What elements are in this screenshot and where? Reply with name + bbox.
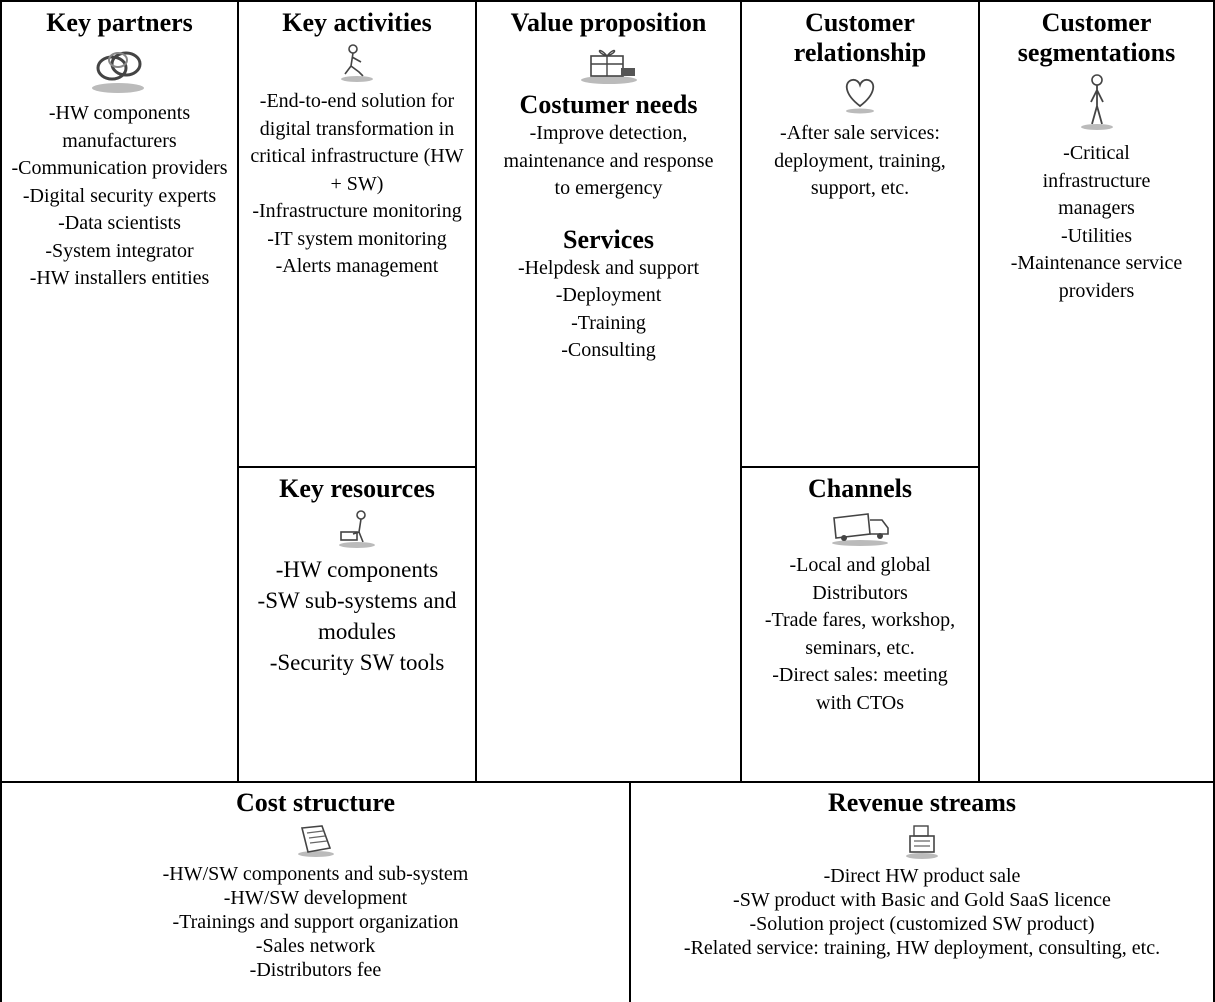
revenue-streams-block: Revenue streams -Direct HW product sale … [631,788,1213,1002]
list-item: -HW installers entities [29,267,210,289]
key-resources-list: -HW components -SW sub-systems and modul… [239,554,475,678]
list-item: -Improve detection, maintenance and resp… [503,122,714,199]
list-item: -Direct HW product sale [823,865,1021,887]
person-icon [1080,74,1113,130]
list-item: -Critical infrastructure managers [1042,142,1151,219]
services-title: Services [563,224,654,254]
list-item: -HW components [275,557,439,582]
divider [1213,0,1215,1002]
list-item: -Data scientists [58,212,181,234]
divider [978,0,980,782]
list-item: -Maintenance service providers [1010,252,1183,302]
list-item: -Utilities [1060,224,1133,247]
list-item: -Training [571,311,646,334]
key-activities-block: Key activities -End-to-end solution for … [239,8,475,464]
list-item: -System integrator [45,239,194,262]
list-item: -After sale services: deployment, traini… [774,122,946,199]
key-resources-block: Key resources -HW components -SW sub-sys… [239,474,475,778]
list-item: -Sales network [255,935,376,957]
divider [0,0,2,1002]
divider [0,781,1215,783]
value-proposition-title: Value proposition [510,8,707,37]
list-item: -HW/SW components and sub-system [162,863,469,885]
divider [629,782,631,1002]
list-item: -Distributors fee [249,959,382,981]
revenue-streams-title: Revenue streams [828,788,1016,817]
divider [741,466,979,468]
list-item: -Alerts management [275,255,439,277]
list-item: -Security SW tools [269,650,445,675]
list-item: -Helpdesk and support [517,256,700,279]
chain-links-icon [91,51,144,93]
key-partners-block: Key partners -HW components manufacturer… [2,8,237,778]
divider [237,0,239,782]
list-item: -Trainings and support organization [172,911,459,933]
list-item: -Trade fares, workshop, seminars, etc. [764,609,956,659]
document-icon [297,825,334,857]
worker-icon [341,44,373,82]
cost-structure-title: Cost structure [235,788,396,817]
list-item: -SW product with Basic and Gold SaaS lic… [733,889,1111,911]
gift-box-icon [580,49,637,84]
channels-title: Channels [807,474,913,503]
heart-icon [845,78,875,114]
list-item: -Deployment [555,284,662,306]
list-item: -Infrastructure monitoring [252,200,462,222]
channels-block: Channels -Local and global Distributors … [742,474,978,778]
customer-segmentations-list: -Critical infrastructure managers -Utili… [980,140,1213,305]
key-partners-list: -HW components manufacturers -Communicat… [2,100,237,293]
list-item: -Direct sales: meeting with CTOs [772,664,948,714]
services-list: -Helpdesk and support -Deployment -Train… [477,255,740,365]
list-item: -IT system monitoring [267,227,447,250]
worker-with-cart-icon [339,510,375,548]
key-activities-list: -End-to-end solution for digital transfo… [239,88,475,281]
channels-list: -Local and global Distributors -Trade fa… [742,552,978,717]
revenue-streams-list: -Direct HW product sale -SW product with… [631,864,1213,960]
customer-relationship-title: Customer relationship [793,8,927,67]
list-item: -Digital security experts [22,184,217,207]
list-item: -Related service: training, HW deploymen… [683,937,1161,959]
key-partners-title: Key partners [46,8,193,37]
list-item: -Solution project (customized SW product… [749,913,1095,935]
customer-relationship-list: -After sale services: deployment, traini… [742,120,978,203]
divider [0,0,1215,2]
list-item: -Consulting [561,339,656,361]
divider [740,0,742,782]
list-item: -End-to-end solution for digital transfo… [250,90,464,195]
customer-needs-list: -Improve detection, maintenance and resp… [477,120,740,203]
cash-register-icon [906,825,938,859]
cost-structure-list: -HW/SW components and sub-system -HW/SW … [2,862,629,982]
customer-segmentations-title: Customer segmentations [1017,8,1176,67]
list-item: -Local and global Distributors [789,554,931,604]
value-proposition-block: Value proposition Costumer needs -Improv… [477,8,740,778]
customer-relationship-block: Customer relationship -After sale servic… [742,8,978,464]
list-item: -HW/SW development [223,887,408,909]
divider [238,466,476,468]
list-item: -SW sub-systems and modules [257,588,457,644]
divider [475,0,477,782]
customer-needs-title: Costumer needs [519,90,698,119]
cost-structure-block: Cost structure -HW/SW components and sub… [2,788,629,1002]
delivery-truck-icon [832,513,889,546]
list-item: -HW components manufacturers [48,102,191,152]
key-resources-title: Key resources [279,474,435,503]
key-activities-title: Key activities [282,8,432,37]
customer-segmentations-block: Customer segmentations -Critical infrast… [980,8,1213,778]
list-item: -Communication providers [11,157,228,179]
